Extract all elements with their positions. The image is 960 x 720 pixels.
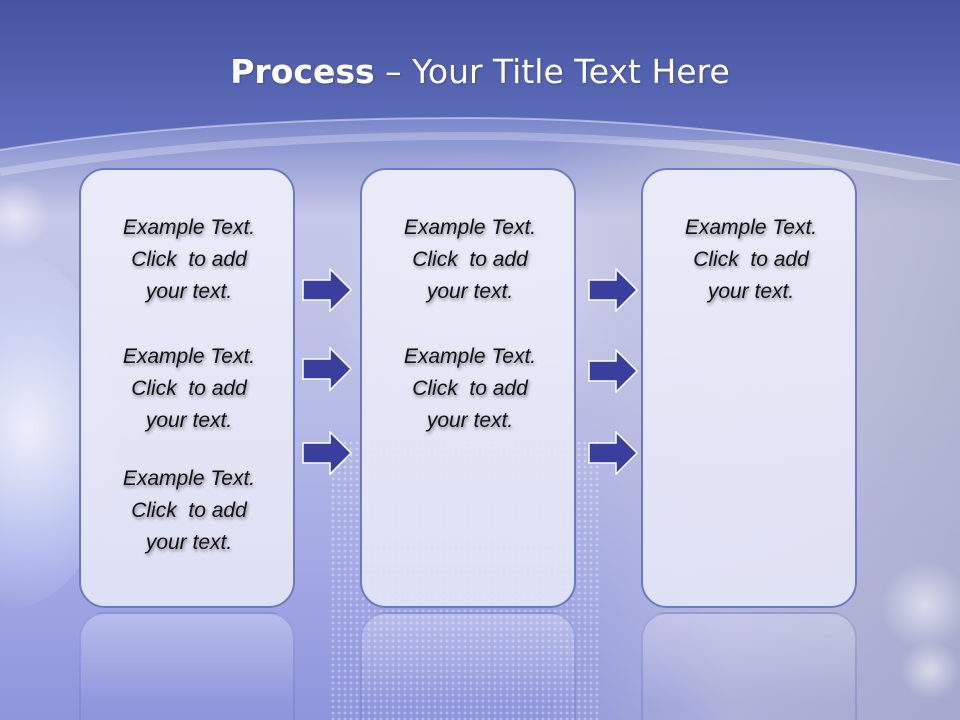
header-band	[0, 0, 960, 180]
text-line: your text.	[145, 409, 233, 432]
text-line: Example Text.	[684, 216, 818, 239]
text-line: Click to add	[412, 248, 528, 271]
text-line: your text.	[426, 409, 514, 432]
text-line: Example Text.	[122, 345, 256, 368]
title-bold-text: Process	[230, 52, 375, 91]
box-reflection	[79, 612, 295, 720]
text-line: Click to add	[693, 248, 809, 271]
right-arrow-icon[interactable]	[302, 268, 352, 312]
text-line: Example Text.	[403, 345, 537, 368]
process-box-2[interactable]: Example Text. Click to add your text. Ex…	[360, 168, 576, 608]
text-line: your text.	[707, 280, 795, 303]
bokeh-light	[0, 180, 50, 250]
box-reflection	[360, 612, 576, 720]
right-arrow-icon[interactable]	[302, 347, 352, 391]
text-line: Click to add	[412, 377, 528, 400]
process-box-1[interactable]: Example Text. Click to add your text. Ex…	[79, 168, 295, 608]
text-line: Example Text.	[122, 216, 256, 239]
text-line: Click to add	[131, 248, 247, 271]
right-arrow-icon[interactable]	[588, 349, 638, 393]
right-arrow-icon[interactable]	[588, 268, 638, 312]
text-line: Click to add	[131, 377, 247, 400]
text-line: Example Text.	[403, 216, 537, 239]
right-arrow-icon[interactable]	[588, 431, 638, 475]
text-placeholder[interactable]: Example Text. Click to add your text.	[81, 341, 297, 437]
slide-title[interactable]: Process – Your Title Text Here	[0, 52, 960, 91]
box-reflection	[641, 612, 857, 720]
text-line: Click to add	[131, 499, 247, 522]
text-line: your text.	[426, 280, 514, 303]
text-line: your text.	[145, 280, 233, 303]
text-placeholder[interactable]: Example Text. Click to add your text.	[81, 463, 297, 559]
right-arrow-icon[interactable]	[302, 431, 352, 475]
text-placeholder[interactable]: Example Text. Click to add your text.	[81, 212, 297, 308]
text-placeholder[interactable]: Example Text. Click to add your text.	[362, 212, 578, 308]
process-box-3[interactable]: Example Text. Click to add your text.	[641, 168, 857, 608]
title-rest-text: – Your Title Text Here	[385, 52, 730, 91]
text-placeholder[interactable]: Example Text. Click to add your text.	[643, 212, 859, 308]
text-line: your text.	[145, 531, 233, 554]
text-line: Example Text.	[122, 467, 256, 490]
bokeh-light	[900, 640, 960, 700]
bokeh-light	[880, 560, 960, 650]
text-placeholder[interactable]: Example Text. Click to add your text.	[362, 341, 578, 437]
